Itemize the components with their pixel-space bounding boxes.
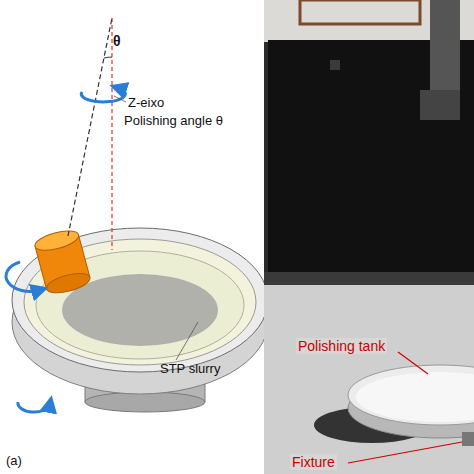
panel-label: (a) <box>4 454 24 469</box>
slurry-label: STP slurry <box>160 362 220 377</box>
angle-symbol: θ <box>113 33 121 49</box>
schematic <box>6 18 268 412</box>
axis-label: Z-eixo <box>128 96 164 111</box>
angle-label: Polishing angle θ <box>124 114 223 129</box>
part-label: Polishing tank <box>296 338 387 354</box>
part-label: Fixture <box>290 454 337 470</box>
photo <box>264 0 474 474</box>
